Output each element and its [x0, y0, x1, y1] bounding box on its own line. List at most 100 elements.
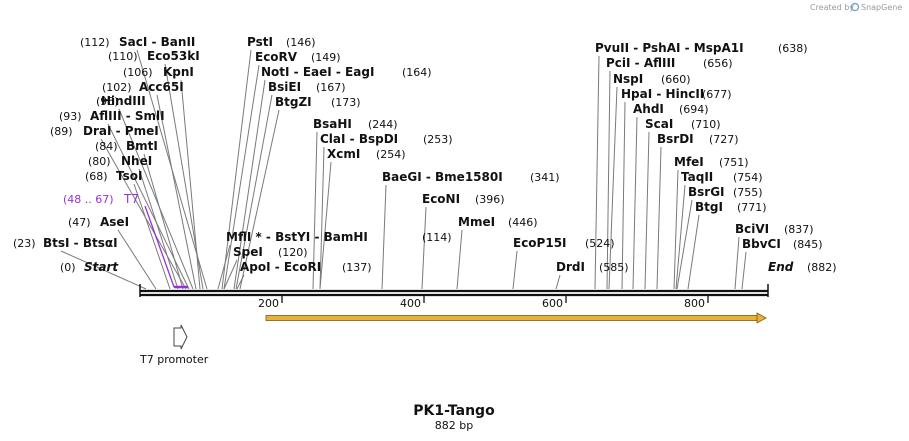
site-position-bsiei: (167): [316, 81, 346, 94]
end-label: End: [768, 260, 794, 274]
site-label-xcmi: XcmI: [327, 147, 360, 161]
site-label-hindiii: HindIII: [101, 94, 146, 108]
site-position-tsoi: (68): [85, 170, 108, 183]
site-label-hpai: HpaI - HincII: [621, 87, 704, 101]
site-position-nspi: (660): [661, 73, 691, 86]
site-position-pvuii: (638): [778, 42, 808, 55]
site-position-mfli: (114): [422, 231, 452, 244]
leader-line-nhei: [138, 168, 179, 290]
tick-label-800: 800: [684, 297, 705, 310]
leader-line-hpai: [621, 101, 626, 290]
leader-line-mfli: [217, 244, 231, 290]
snapgene-logo: [850, 2, 860, 12]
leader-line-mfei: [673, 169, 679, 290]
start-marker: (0) Start: [60, 260, 119, 274]
leader-line-bbvci: [741, 251, 747, 290]
leader-line-bsrgi: [676, 199, 693, 290]
leader-line-pcii: [606, 70, 611, 290]
site-position-noti: (164): [402, 66, 432, 79]
site-position-eco53ki: (110): [108, 50, 138, 63]
site-position-scai: (710): [691, 118, 721, 131]
leader-line-ahdi: [632, 116, 638, 290]
leader-line-ecorv: [223, 64, 260, 290]
site-position-xcmi: (254): [376, 148, 406, 161]
leader-line-spei: [223, 259, 238, 290]
site-label-econi: EcoNI: [422, 192, 460, 206]
site-label-mfei: MfeI: [674, 155, 704, 169]
site-label-bsrdi: BsrDI: [657, 132, 694, 146]
leader-line-ecop15i: [512, 250, 518, 290]
leader-line-mmei: [456, 229, 463, 290]
sequence-backbone: [139, 284, 769, 297]
leader-line-drdi: [555, 274, 561, 290]
site-position-btgi: (771): [737, 201, 767, 214]
site-position-bmti: (84): [95, 140, 118, 153]
leader-line-apoi: [236, 274, 245, 290]
site-position-spei: (120): [278, 246, 308, 259]
leader-line-pvuii: [594, 55, 600, 290]
site-labels: SacI - BanII(112)Eco53kI(110)KpnI(106)Ac…: [13, 35, 823, 274]
site-position-hpai: (677): [702, 88, 732, 101]
t7-promoter-label: T7 promoter: [139, 353, 209, 366]
site-position-acc65i: (102): [102, 81, 132, 94]
site-label-tsoi: TsoI: [116, 169, 142, 183]
site-position-pcii: (656): [703, 57, 733, 70]
leader-line-scai: [644, 131, 650, 290]
tick-label-600: 600: [542, 297, 563, 310]
leader-line-taqii: [675, 184, 686, 290]
site-label-scai: ScaI: [645, 117, 673, 131]
leader-line-bsahi: [312, 131, 318, 290]
site-label-btsi: BtsI - BtsαI: [43, 236, 118, 250]
site-position-taqii: (754): [733, 171, 763, 184]
start-position: (0): [60, 261, 76, 274]
site-label-taqii: TaqII: [681, 170, 713, 184]
map-length: 882 bp: [435, 419, 473, 432]
site-label-drai: DraI - PmeI: [83, 124, 159, 138]
leader-line-drai: [100, 138, 187, 290]
t7-range: (48 .. 67): [63, 193, 114, 206]
site-label-nspi: NspI: [613, 72, 643, 86]
leader-line-psti: [221, 49, 252, 290]
leader-line-noti: [233, 79, 266, 290]
site-position-ecop15i: (524): [585, 237, 615, 250]
site-position-afliii: (93): [59, 110, 82, 123]
tick-label-200: 200: [258, 297, 279, 310]
site-position-bsrgi: (755): [733, 186, 763, 199]
site-label-ahdi: AhdI: [633, 102, 664, 116]
site-label-saci: SacI - BanII: [119, 35, 195, 49]
t7-site-label: (48 .. 67) T7: [63, 192, 139, 206]
credit-text: Created by: [810, 3, 854, 12]
site-position-clai: (253): [423, 133, 453, 146]
site-label-btgzi: BtgZI: [275, 95, 312, 109]
site-label-eco53ki: Eco53kI: [147, 49, 200, 63]
site-position-apoi: (137): [342, 261, 372, 274]
site-position-nhei: (80): [88, 155, 111, 168]
leader-line-hindiii: [118, 108, 194, 290]
snapgene-brand: SnapGene: [861, 3, 902, 12]
scale-ruler: 200 400 600 800: [258, 296, 709, 310]
site-position-saci: (112): [80, 36, 110, 49]
site-label-apoi: ApoI - EcoRI: [240, 260, 321, 274]
orf-arrow: [265, 312, 767, 324]
site-label-baegi: BaeGI - Bme1580I: [382, 170, 503, 184]
site-position-asei: (47): [68, 216, 91, 229]
site-label-bmti: BmtI: [126, 139, 158, 153]
leader-line-asei: [117, 229, 157, 290]
t7-promoter-feature: T7 promoter: [139, 324, 209, 366]
site-label-mfli: MflI * - BstYI - BamHI: [226, 230, 368, 244]
site-label-bsahi: BsaHI: [313, 117, 352, 131]
leader-line-bsrdi: [656, 146, 662, 290]
site-label-nhei: NheI: [121, 154, 152, 168]
site-label-noti: NotI - EaeI - EagI: [261, 65, 374, 79]
leader-line-btsi: [60, 250, 147, 290]
site-label-ecorv: EcoRV: [255, 50, 298, 64]
leader-line-btgzi: [239, 109, 280, 290]
map-title: PK1-Tango: [413, 403, 495, 419]
site-position-bcivi: (837): [784, 223, 814, 236]
site-position-kpni: (106): [123, 66, 153, 79]
leader-line-tsoi: [133, 183, 171, 290]
leader-line-bsiei: [235, 94, 273, 290]
site-position-hindiii: (96): [96, 95, 119, 108]
end-position: (882): [807, 261, 837, 274]
